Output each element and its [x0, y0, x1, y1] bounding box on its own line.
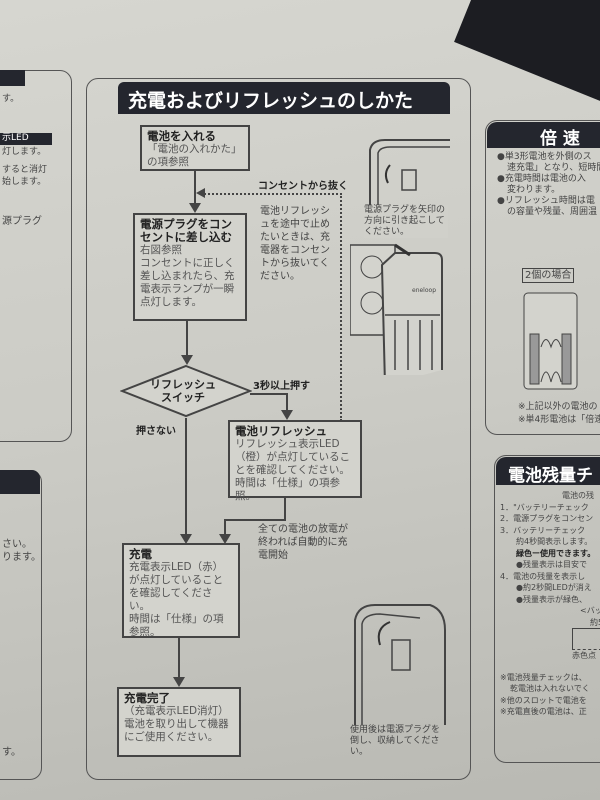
flow-line — [286, 393, 288, 413]
main-title: 充電およびリフレッシュのしかた — [128, 90, 414, 112]
left-panel-top — [0, 70, 72, 442]
left-text: 始します。 — [2, 177, 47, 187]
left-text: さい。 — [2, 539, 32, 550]
step-complete: 充電完了（充電表示LED消灯） 電池を取り出して機器にご使用ください。 — [117, 687, 241, 757]
text-line: の容量や残量、周囲温 — [507, 207, 598, 217]
text-line: ※充電直後の電池は、正 — [500, 707, 587, 716]
text-line: 3．バッテリーチェック — [500, 525, 586, 535]
arrow-icon — [181, 355, 193, 365]
unplug-note: 電池リフレッシュを途中で止めたいときは、充電器をコンセントから抜いてください。 — [260, 206, 330, 282]
auto-charge-note: 全ての電池の放電が終われば自動的に充電開始 — [258, 524, 348, 561]
text-line: 2．電源プラグをコンセン — [500, 514, 594, 523]
text-line: 電池の残 — [562, 491, 594, 500]
left-panel-bottom — [0, 470, 42, 780]
left-text: す。 — [2, 747, 21, 758]
right-top-title: 倍 速 — [540, 129, 580, 149]
step-title: 電池を入れる — [147, 129, 216, 143]
flow-line — [194, 171, 196, 211]
step-body: 充電表示LED（赤）が点灯していることを確認してください。 時間は「仕様」の項参… — [129, 561, 224, 638]
text-line: <バッテ — [580, 606, 600, 615]
text-line: ●約2秒間LEDが消え — [516, 583, 592, 592]
flow-line — [250, 393, 287, 395]
right-bottom-title: 電池残量チ — [508, 466, 593, 486]
branch-yes-label: 3秒以上押す — [253, 381, 310, 392]
flow-line — [224, 519, 226, 537]
flow-line — [284, 498, 286, 520]
step-body: 右図参照 コンセントに正しく差し込まれたら、充電表示ランプが一瞬点灯します。 — [140, 244, 235, 308]
text-line: ※電池残量チェックは、 — [500, 672, 587, 682]
step-title: 充電 — [129, 547, 152, 561]
right-panel-bottom-header — [496, 457, 600, 485]
unplug-path — [340, 193, 342, 421]
text-line: 約4秒間表示します。 — [516, 537, 593, 546]
text-line: 乾電池は入れないでく — [510, 684, 590, 693]
left-text: 源プラグ — [2, 216, 42, 227]
flow-line — [185, 418, 187, 536]
right-panel-bottom — [494, 455, 600, 763]
text-line: ●充電時間は電池の入 — [497, 174, 586, 184]
right-top-note: ※上記以外の電池の — [518, 402, 598, 412]
step-body: 「電池の入れかた」の項参照 — [147, 143, 242, 168]
text-line: 4．電池の残量を表示し — [500, 571, 586, 581]
branch-no-label: 押さない — [136, 426, 176, 437]
text-line: 赤色点 — [572, 651, 596, 660]
arrow-icon — [189, 203, 201, 213]
flow-line — [186, 321, 188, 361]
arrow-icon — [173, 677, 185, 687]
unplug-path — [204, 193, 342, 195]
left-panel-top-header — [0, 70, 25, 86]
brand-logo: eneloop — [412, 287, 437, 294]
arrow-icon — [219, 534, 231, 544]
text-line: 変わります。 — [507, 185, 561, 195]
step-body: リフレッシュ表示LED（橙）が点灯していることを確認してください。 時間は「仕様… — [235, 438, 351, 502]
step-charge: 充電充電表示LED（赤）が点灯していることを確認してください。 時間は「仕様」の… — [122, 543, 240, 638]
step-title: 電池リフレッシュ — [235, 424, 327, 438]
text-line: 緑色ー使用できます。 — [516, 548, 596, 558]
text-line: ※他のスロットで電池を — [500, 695, 587, 705]
text-line: 1．"バッテリーチェック — [500, 502, 589, 512]
flow-line — [178, 638, 180, 680]
flow-line — [224, 519, 286, 521]
charger-plug-illustration — [350, 139, 450, 375]
arrow-icon — [180, 534, 192, 544]
left-led-header — [0, 133, 52, 145]
background-object — [454, 0, 600, 110]
text-line: 約5秒 — [590, 617, 600, 627]
right-top-text: ●単3形電池を外側のス 速充電」となり、短時間 ●充電時間は電池の入 変わります… — [497, 152, 600, 218]
decision-diamond — [120, 364, 252, 418]
step-plug-in: 電源プラグをコンセントに差し込む右図参照 コンセントに正しく差し込まれたら、充電… — [133, 213, 247, 321]
left-panel-bottom-header — [0, 470, 40, 494]
left-text: 示LED — [2, 133, 29, 143]
left-text: ります。 — [2, 552, 41, 563]
step-insert-battery: 電池を入れる「電池の入れかた」の項参照 — [140, 125, 250, 171]
left-text: 灯します。 — [2, 147, 47, 157]
fig2-caption: 使用後は電源プラグを倒し、収納してください。 — [350, 725, 441, 757]
text-line: ●残量表示は目安で — [516, 560, 587, 569]
step-title: 充電完了 — [124, 691, 170, 705]
fig1-caption: 電源プラグを矢印の方向に引き起こしてください。 — [364, 205, 448, 238]
step-refresh: 電池リフレッシュリフレッシュ表示LED（橙）が点灯していることを確認してください… — [228, 420, 362, 502]
right-bottom-text: 電池の残 1．"バッテリーチェック 2．電源プラグをコンセン 3．バッテリーチェ… — [500, 490, 600, 718]
text-line: ●残量表示が緑色、 — [516, 594, 587, 604]
step-body: （充電表示LED消灯） 電池を取り出して機器にご使用ください。 — [124, 705, 229, 743]
arrow-left-icon — [196, 188, 205, 198]
right-panel-top — [485, 120, 600, 435]
unplug-label: コンセントから抜く — [258, 181, 348, 192]
text-line: 速充電」となり、短時間 — [507, 163, 600, 173]
charger-two-batteries-illustration — [523, 292, 578, 390]
step-title: 電源プラグをコンセントに差し込む — [140, 217, 232, 244]
text-line: ●リフレッシュ時間は電 — [497, 196, 595, 206]
left-text: すると消灯 — [2, 165, 48, 175]
right-top-note: ※単4形電池は「倍速 — [518, 415, 600, 425]
case-label: 2個の場合 — [522, 268, 575, 283]
main-title-bar — [118, 82, 450, 114]
battery-check-diagram — [572, 628, 600, 650]
plug-stow-illustration — [354, 604, 446, 725]
main-panel — [86, 78, 471, 780]
decision-label: リフレッシュ スイッチ — [150, 378, 216, 404]
right-panel-top-header — [487, 122, 600, 148]
text-line: ●単3形電池を外側のス — [497, 152, 592, 162]
left-text: す。 — [2, 94, 20, 104]
arrow-icon — [281, 410, 293, 420]
